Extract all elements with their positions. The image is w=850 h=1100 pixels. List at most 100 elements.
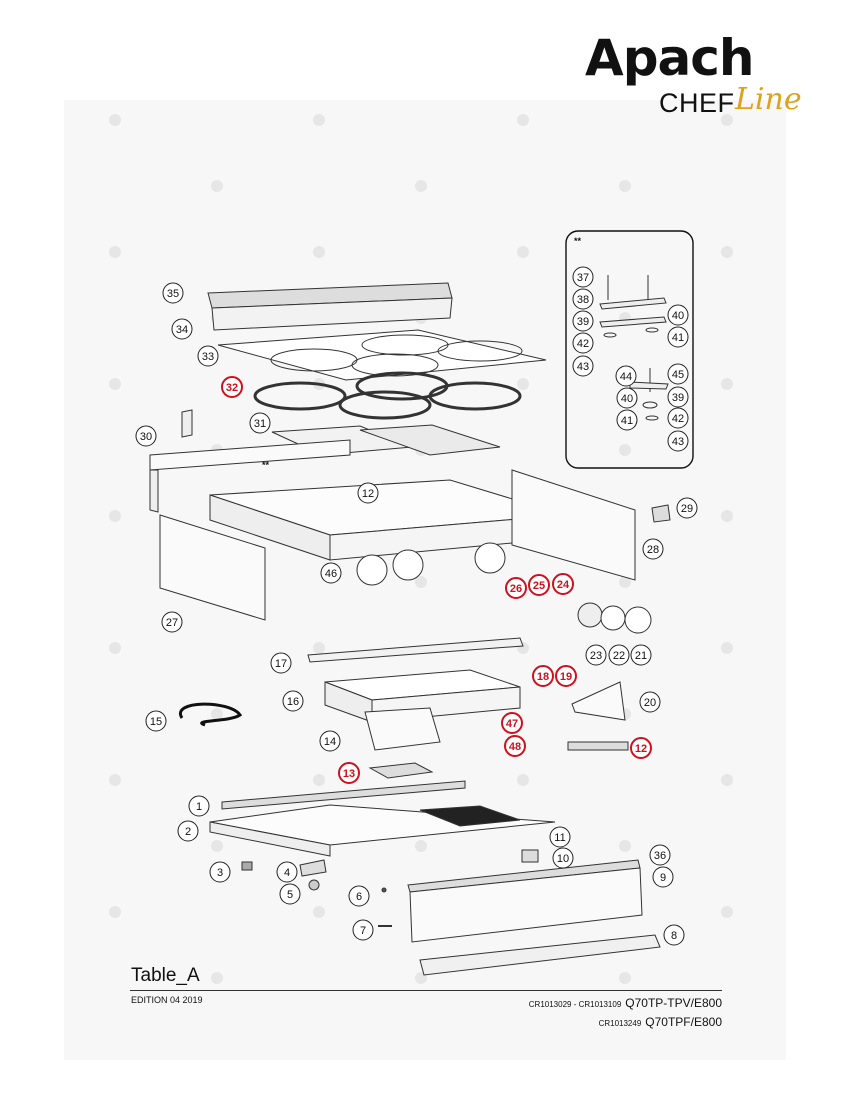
callout-15: 15 <box>145 710 167 732</box>
callout-circle <box>357 482 379 504</box>
watermark-dot <box>109 378 121 390</box>
watermark-dot <box>211 972 223 984</box>
callout-number: 5 <box>287 889 293 901</box>
callout-circle <box>135 425 157 447</box>
callout-circle <box>319 730 341 752</box>
callout-47: 47 <box>501 712 523 734</box>
callout-number: 15 <box>150 716 162 728</box>
callout-number: 17 <box>275 658 287 670</box>
callout-40: 40 <box>616 387 638 409</box>
callout-circle <box>348 885 370 907</box>
bracket <box>181 409 193 438</box>
callout-number: 40 <box>672 310 684 322</box>
callout-number: 28 <box>647 544 659 556</box>
watermark-dot <box>721 246 733 258</box>
callout-number: 40 <box>621 393 633 405</box>
callout-42: 42 <box>667 407 689 429</box>
callout-circle <box>161 611 183 633</box>
watermark-dot <box>619 576 631 588</box>
callout-circle <box>320 562 342 584</box>
callout-circle <box>608 644 630 666</box>
callout-circle <box>585 644 607 666</box>
hob-ring <box>351 353 439 377</box>
inset-marker: ** <box>574 236 582 246</box>
callout-number: 43 <box>577 361 589 373</box>
callout-circle <box>616 387 638 409</box>
callout-number: 39 <box>672 392 684 404</box>
callout-26: 26 <box>505 577 527 599</box>
callout-number: 43 <box>672 436 684 448</box>
callout-14: 14 <box>319 730 341 752</box>
watermark-dot <box>313 774 325 786</box>
callout-circle <box>505 577 527 599</box>
callout-number: 26 <box>510 583 522 595</box>
callout-circle <box>572 266 594 288</box>
part-32 <box>253 381 347 411</box>
callout-33: 33 <box>197 345 219 367</box>
watermark-dot <box>721 510 733 522</box>
callout-circle <box>639 691 661 713</box>
callout-number: 6 <box>356 891 362 903</box>
callout-35: 35 <box>162 282 184 304</box>
watermark-dot <box>721 642 733 654</box>
callout-number: 35 <box>167 288 179 300</box>
part-9 <box>409 867 643 943</box>
watermark-dot <box>211 180 223 192</box>
callout-number: 32 <box>226 382 238 394</box>
callout-5: 5 <box>279 883 301 905</box>
callout-8: 8 <box>663 924 685 946</box>
callout-number: 31 <box>254 418 266 430</box>
part-46 <box>474 542 506 574</box>
model-name: Q70TP-TPV/E800 <box>625 996 722 1010</box>
watermark-dot <box>517 246 529 258</box>
callout-circle <box>145 710 167 732</box>
part-22 <box>600 605 626 631</box>
watermark-dot <box>109 906 121 918</box>
callout-circle <box>528 574 550 596</box>
callout-number: 46 <box>325 568 337 580</box>
callout-2: 2 <box>177 820 199 842</box>
part-32 <box>338 390 432 420</box>
callout-circle <box>615 365 637 387</box>
callout-circle <box>552 573 574 595</box>
watermark-dot <box>721 378 733 390</box>
callout-number: 38 <box>577 294 589 306</box>
callout-circle <box>630 644 652 666</box>
callout-number: 23 <box>590 650 602 662</box>
part-44 <box>629 381 669 390</box>
callout-number: 9 <box>660 872 666 884</box>
callout-34: 34 <box>171 318 193 340</box>
watermark-dot <box>109 114 121 126</box>
callout-39: 39 <box>572 310 594 332</box>
watermark-dots <box>109 114 733 984</box>
callout-number: 21 <box>635 650 647 662</box>
watermark-dot <box>619 444 631 456</box>
watermark-dot <box>109 510 121 522</box>
model-codes: CR1013029 - CR1013109 <box>528 1000 622 1009</box>
callout-17: 17 <box>270 652 292 674</box>
callout-24: 24 <box>552 573 574 595</box>
callout-3: 3 <box>209 861 231 883</box>
callout-number: 41 <box>621 415 633 427</box>
part-28 <box>511 469 636 581</box>
callout-number: 18 <box>537 671 549 683</box>
callout-number: 22 <box>613 650 625 662</box>
callout-circle <box>572 355 594 377</box>
part-14 <box>364 707 441 751</box>
callout-circle <box>282 690 304 712</box>
callout-37: 37 <box>572 266 594 288</box>
part-10 <box>521 849 539 863</box>
watermark-dot <box>721 114 733 126</box>
brand-script: Line <box>735 82 802 117</box>
watermark-dot <box>109 642 121 654</box>
callout-number: 37 <box>577 272 589 284</box>
callout-circle <box>572 310 594 332</box>
watermark-dot <box>211 708 223 720</box>
callout-circle <box>504 735 526 757</box>
callout-number: 45 <box>672 369 684 381</box>
part-39 <box>599 316 667 328</box>
callout-circle <box>338 762 360 784</box>
watermark-dot <box>619 180 631 192</box>
callout-number: 34 <box>176 324 188 336</box>
